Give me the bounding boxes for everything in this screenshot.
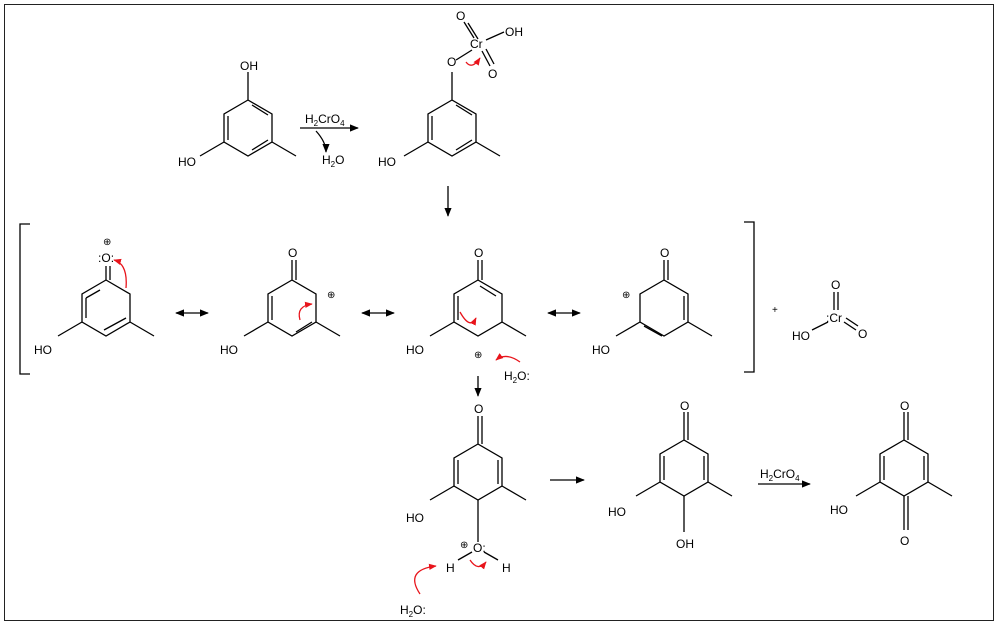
plus-sign: + [772, 305, 778, 316]
resonance-structure-b [243, 260, 341, 337]
label-o-dihyd: O [680, 399, 689, 413]
left-bracket [19, 223, 30, 375]
curved-arrow-c [459, 311, 477, 326]
curved-arrow-a [113, 258, 127, 289]
label-o-hyd: O [474, 402, 483, 416]
label-oh-dihyd: OH [676, 537, 694, 551]
electron-arrows [113, 57, 521, 595]
label-o-final-top: O [900, 399, 909, 413]
molecule-final-quinone [855, 412, 953, 530]
resonance-structure-oxonium [57, 266, 155, 337]
label-o-cr-2: O [488, 67, 497, 81]
curved-arrow-oh-bond [469, 559, 487, 570]
resonance-structure-d [615, 260, 713, 337]
right-bracket [744, 221, 755, 373]
curved-arrow-water-attack [495, 353, 521, 363]
charge-b: ⊕ [327, 290, 335, 301]
label-h-hyd-2: H [502, 561, 511, 575]
charge-c: ⊕ [474, 350, 482, 361]
label-ho-2: HO [378, 155, 396, 169]
charge-d: ⊕ [622, 290, 630, 301]
label-ho-final: HO [830, 503, 848, 517]
label-ho-hcro3: HO [792, 329, 810, 343]
label-o-hyd-oxonium: O: [473, 541, 486, 555]
label-o-ester: O [447, 55, 456, 69]
label-o-d: O [660, 246, 669, 260]
label-cr-hcro3: :Cr [826, 311, 842, 325]
molecule-orcinol [199, 72, 297, 157]
curved-arrow-ester [465, 57, 481, 66]
molecule-hydrated-intermediate [429, 416, 527, 561]
label-h-hyd-1: H [446, 561, 455, 575]
label-o-hcro3-right: O [858, 327, 867, 341]
label-oh-top-1: OH [240, 59, 258, 73]
label-o-hcro3-top: O [831, 278, 840, 292]
diagram-frame [4, 4, 994, 621]
label-water-c: H2O: [504, 369, 530, 385]
label-o-a: :O: [98, 251, 114, 265]
label-o-c: O [474, 246, 483, 260]
label-ho-a: HO [34, 343, 52, 357]
label-cr-ester: Cr [470, 37, 483, 51]
charge-a: ⊕ [103, 237, 111, 248]
molecule-hcro3 [811, 292, 859, 331]
label-ho-hyd: HO [406, 511, 424, 525]
reagent-h2cro4-top: H2CrO4 [305, 112, 345, 128]
reagent-h2o-top: H2O [322, 153, 344, 169]
charge-hyd: ⊕ [460, 540, 468, 551]
molecule-dihydroxy-intermediate [635, 412, 733, 532]
label-o-cr-1: O [456, 9, 465, 23]
resonance-structure-c [429, 260, 527, 337]
reagent-h2cro4-bottom: H2CrO4 [760, 467, 800, 483]
curved-arrow-deprotonation [414, 563, 437, 595]
molecule-chromate-ester [403, 21, 505, 157]
label-o-b: O [288, 246, 297, 260]
label-water-base: H2O: [400, 603, 426, 619]
label-oh-cr: OH [505, 25, 523, 39]
water-loss-arrow [315, 130, 330, 153]
curved-arrow-b [298, 301, 313, 321]
label-ho-b: HO [220, 343, 238, 357]
label-ho-1: HO [178, 155, 196, 169]
label-ho-d: HO [592, 343, 610, 357]
label-o-final-bottom: O [900, 534, 909, 548]
label-ho-c: HO [406, 343, 424, 357]
label-ho-dihyd: HO [608, 505, 626, 519]
